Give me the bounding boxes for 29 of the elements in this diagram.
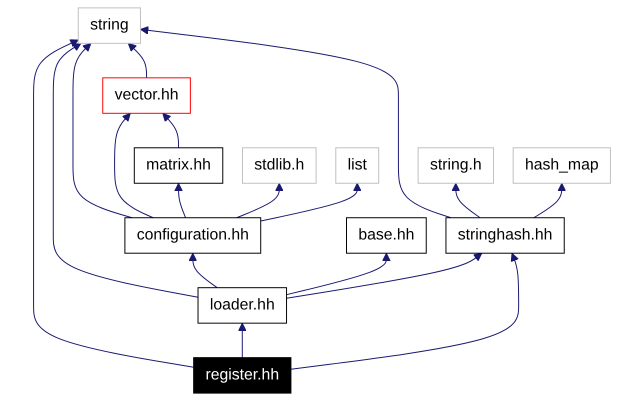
arrow: [114, 112, 154, 218]
arrow: [290, 252, 520, 370]
node-box: register.hh: [193, 357, 292, 394]
node-box: string: [78, 7, 141, 44]
arrow: [128, 42, 148, 78]
arrow: [174, 182, 186, 218]
arrow: [451, 182, 481, 218]
node-box: stringhash.hh: [445, 217, 565, 254]
arrow: [33, 39, 194, 368]
arrow: [286, 252, 391, 296]
node-box: base.hh: [346, 217, 427, 254]
node-box: list: [335, 147, 380, 184]
node-box: string.h: [418, 147, 494, 184]
arrow: [162, 112, 180, 148]
node-box: hash_map: [512, 147, 611, 184]
arrow: [52, 42, 199, 298]
arrow: [236, 182, 284, 218]
arrow: [533, 182, 566, 218]
node-box: vector.hh: [102, 77, 191, 114]
arrow: [188, 252, 218, 288]
arrow: [286, 252, 482, 299]
arrow: [72, 42, 133, 218]
arrow: [140, 26, 452, 218]
node-box: loader.hh: [198, 287, 288, 324]
arrow: [260, 182, 362, 222]
node-box: configuration.hh: [124, 217, 262, 254]
node-box: stdlib.h: [242, 147, 317, 184]
arrow: [238, 322, 247, 358]
node-box: matrix.hh: [134, 147, 224, 184]
